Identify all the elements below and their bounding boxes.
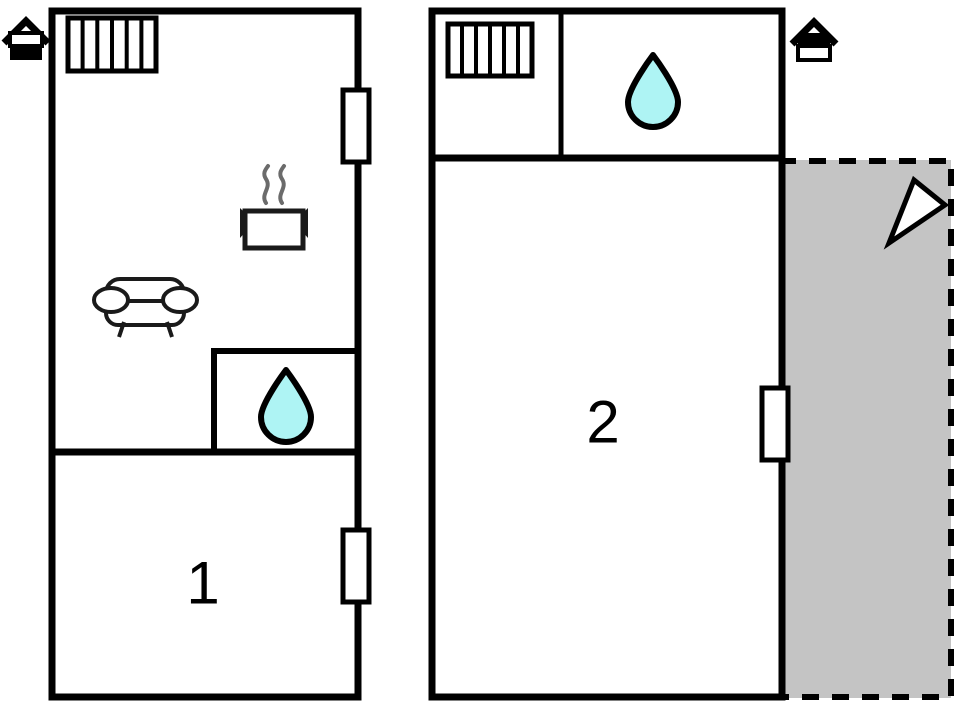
door-icon[interactable] [340,87,372,165]
sofa-leg-left [117,321,126,338]
entrance-window [8,31,44,48]
parasol-icon [883,175,950,250]
steam-line-left [262,164,270,205]
water-drop-icon [258,367,314,445]
terrace-area [779,158,954,700]
entrance-window [796,44,832,62]
staircase-icon [445,21,535,79]
sofa-icon [92,277,199,338]
house-entrance-icon [1,16,51,60]
sofa-armrest-left [92,286,130,314]
door-icon[interactable] [759,385,791,463]
water-drop-icon [625,52,681,130]
room-number-1: 1 [186,550,219,617]
terrace-dashed-boundary [779,158,954,700]
entrance-body [798,33,830,46]
unit-right: 2 [428,7,791,701]
sofa-armrest-right [161,286,199,314]
room-number-2: 2 [586,389,619,456]
terrace-fill [779,160,951,698]
unit-right-interior [436,15,778,693]
entrance-body [10,46,42,60]
cooking-pot-icon [240,164,308,251]
sofa-leg-right [165,321,174,338]
door-icon[interactable] [340,527,372,605]
steam-line-right [278,164,286,205]
house-entrance-icon [789,17,839,62]
unit-right-outer-wall-stroke [428,7,786,701]
unit-left-bathroom [211,348,357,455]
unit-left: 1 [48,7,372,701]
pot-body [242,208,306,251]
staircase-icon [65,15,159,74]
